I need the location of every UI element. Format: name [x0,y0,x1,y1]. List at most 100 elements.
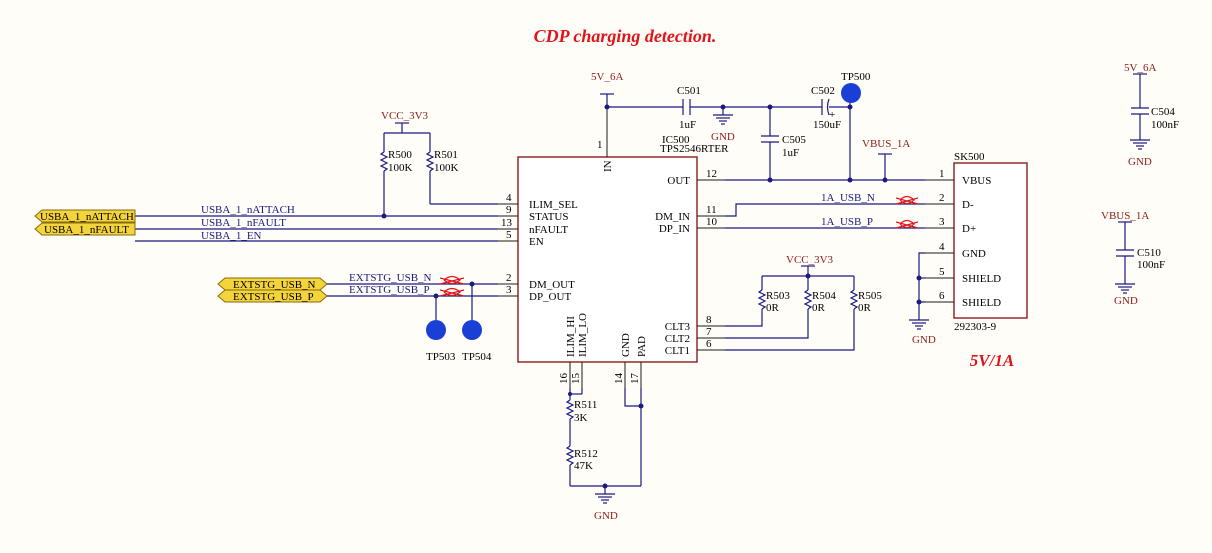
c502-ref: C502 [811,85,835,97]
ic500-pin-num: 17 [629,373,641,385]
sk500-pin-name: D- [962,199,974,211]
net-label-vbus-1a: VBUS_1A [1101,210,1149,222]
gnd-symbol: GND [711,107,735,143]
net-label-usba-nattach: USBA_1_nATTACH [201,204,295,216]
r504-ref: R504 [812,290,836,302]
ic500-pin-num: 6 [706,338,712,350]
ic500-pin-num: 9 [506,204,512,216]
gnd-label: GND [912,334,936,346]
port-label: EXTSTG_USB_P [233,291,314,303]
net-label-usba-nfault: USBA_1_nFAULT [201,217,286,229]
sk500-ref: SK500 [954,151,985,163]
port-usba-nattach[interactable]: USBA_1_nATTACH [34,209,136,223]
ic500: IC500 TPS2546RTER 1 IN 4 9 13 5 2 3 ILIM… [498,107,729,388]
r511-ref: R511 [574,399,597,411]
c505-value: 1uF [782,147,799,159]
junction-dot [604,104,610,110]
ic500-pin-name: ILIM_HI [565,316,577,357]
c504-ref: C504 [1151,106,1175,118]
tp503-label: TP503 [426,351,456,363]
sk500-pin-num: 4 [939,241,945,253]
ic500-pin-num: 7 [706,326,712,338]
sk500-pin-num: 3 [939,216,945,228]
port-extstg-usb-p[interactable]: EXTSTG_USB_P [217,289,328,303]
gnd-label: GND [1128,156,1152,168]
ic500-pin-name: ILIM_SEL [529,199,578,211]
ic500-pin-name: DP_OUT [529,291,571,303]
r511-value: 3K [574,412,588,424]
resistor-r512: R512 47K [565,445,598,486]
ic500-pin-num: 15 [570,373,582,385]
ic500-pin-num: 12 [706,168,717,180]
ic500-pin-num: 11 [706,204,717,216]
sk500-pin-name: VBUS [962,175,991,187]
schematic-title: CDP charging detection. [534,26,717,46]
ic500-pin-name: CLT1 [665,345,690,357]
net-label-5v-6a: 5V_6A [591,71,623,83]
c505-ref: C505 [782,134,806,146]
sk500-pin-name: SHIELD [962,273,1001,285]
ic500-pin-num: 5 [506,229,512,241]
power-vcc3v3-right: VCC_3V3 [762,254,854,279]
test-point-tp504[interactable]: TP504 [462,320,492,363]
net-label-extstg-p: EXTSTG_USB_P [349,284,430,296]
gnd-symbol: GND [594,486,618,522]
junction-dot [381,213,387,219]
junction-dot [767,177,773,183]
sk500-pin-name: D+ [962,223,976,235]
ic500-ref: IC500 [662,134,690,146]
sk500-part: 292303-9 [954,321,997,333]
resistor-r503: R503 0R [725,276,790,327]
diff-pair-icon [895,219,919,229]
ic500-pin-num: 8 [706,314,712,326]
sk500-connector: SK500 292303-9 1 2 3 4 5 6 VBUS D- D+ GN… [925,151,1028,333]
ic500-pin-name: EN [529,236,544,248]
r505-ref: R505 [858,290,882,302]
r501-ref: R501 [434,149,458,161]
port-usba-nfault[interactable]: USBA_1_nFAULT [34,222,136,236]
c504-value: 100nF [1151,119,1179,131]
ic500-pin-num: 3 [506,284,512,296]
power-vcc3v3-left: VCC_3V3 [381,110,430,134]
ic500-pin-name: ILIM_LO [577,313,589,357]
resistor-r500: R500 100K [379,133,413,216]
port-extstg-usb-n[interactable]: EXTSTG_USB_N [217,277,328,291]
sk500-pin-num: 2 [939,192,945,204]
r501-value: 100K [434,162,459,174]
port-label: EXTSTG_USB_N [233,279,316,291]
tp500-label: TP500 [841,71,871,83]
test-point-tp500[interactable]: TP500 [841,71,871,103]
diff-pair-icon [439,287,465,297]
test-point-tp503[interactable]: TP503 [426,320,456,363]
ic500-pin-name: CLT2 [665,333,690,345]
r500-value: 100K [388,162,413,174]
ic500-pin-name: PAD [636,336,648,357]
sk500-pin-name: SHIELD [962,297,1001,309]
junction-dot [638,403,644,409]
rating-note: 5V/1A [970,351,1014,370]
c501-value: 1uF [679,119,696,131]
resistor-r501: R501 100K [425,133,498,205]
capacitor-c510: VBUS_1A C510 100nF GND [1101,210,1165,307]
ic500-pin1-name: IN [602,160,614,172]
ic500-pin-num: 2 [506,272,512,284]
resistor-r504: R504 0R [725,276,836,339]
r500-ref: R500 [388,149,412,161]
ic500-pin-name: nFAULT [529,224,568,236]
diff-pair-icon [439,275,465,285]
ic500-pin-name: DM_OUT [529,279,575,291]
c510-value: 100nF [1137,259,1165,271]
ic500-pin-num: 4 [506,192,512,204]
diff-pair-icon [895,195,919,205]
junction-dot [916,275,922,281]
gnd-label: GND [1114,295,1138,307]
ic500-pin-name: CLT3 [665,321,691,333]
c502-plus: + [829,109,835,121]
net-label-vbus-1a: VBUS_1A [862,138,910,150]
net-label-1a-usb-p: 1A_USB_P [821,216,873,228]
net-label-5v-6a: 5V_6A [1124,62,1156,74]
r503-value: 0R [766,302,780,314]
junction-dot [568,392,572,396]
c502-value: 150uF [813,119,841,131]
power-vbus-1a: VBUS_1A [862,138,910,180]
